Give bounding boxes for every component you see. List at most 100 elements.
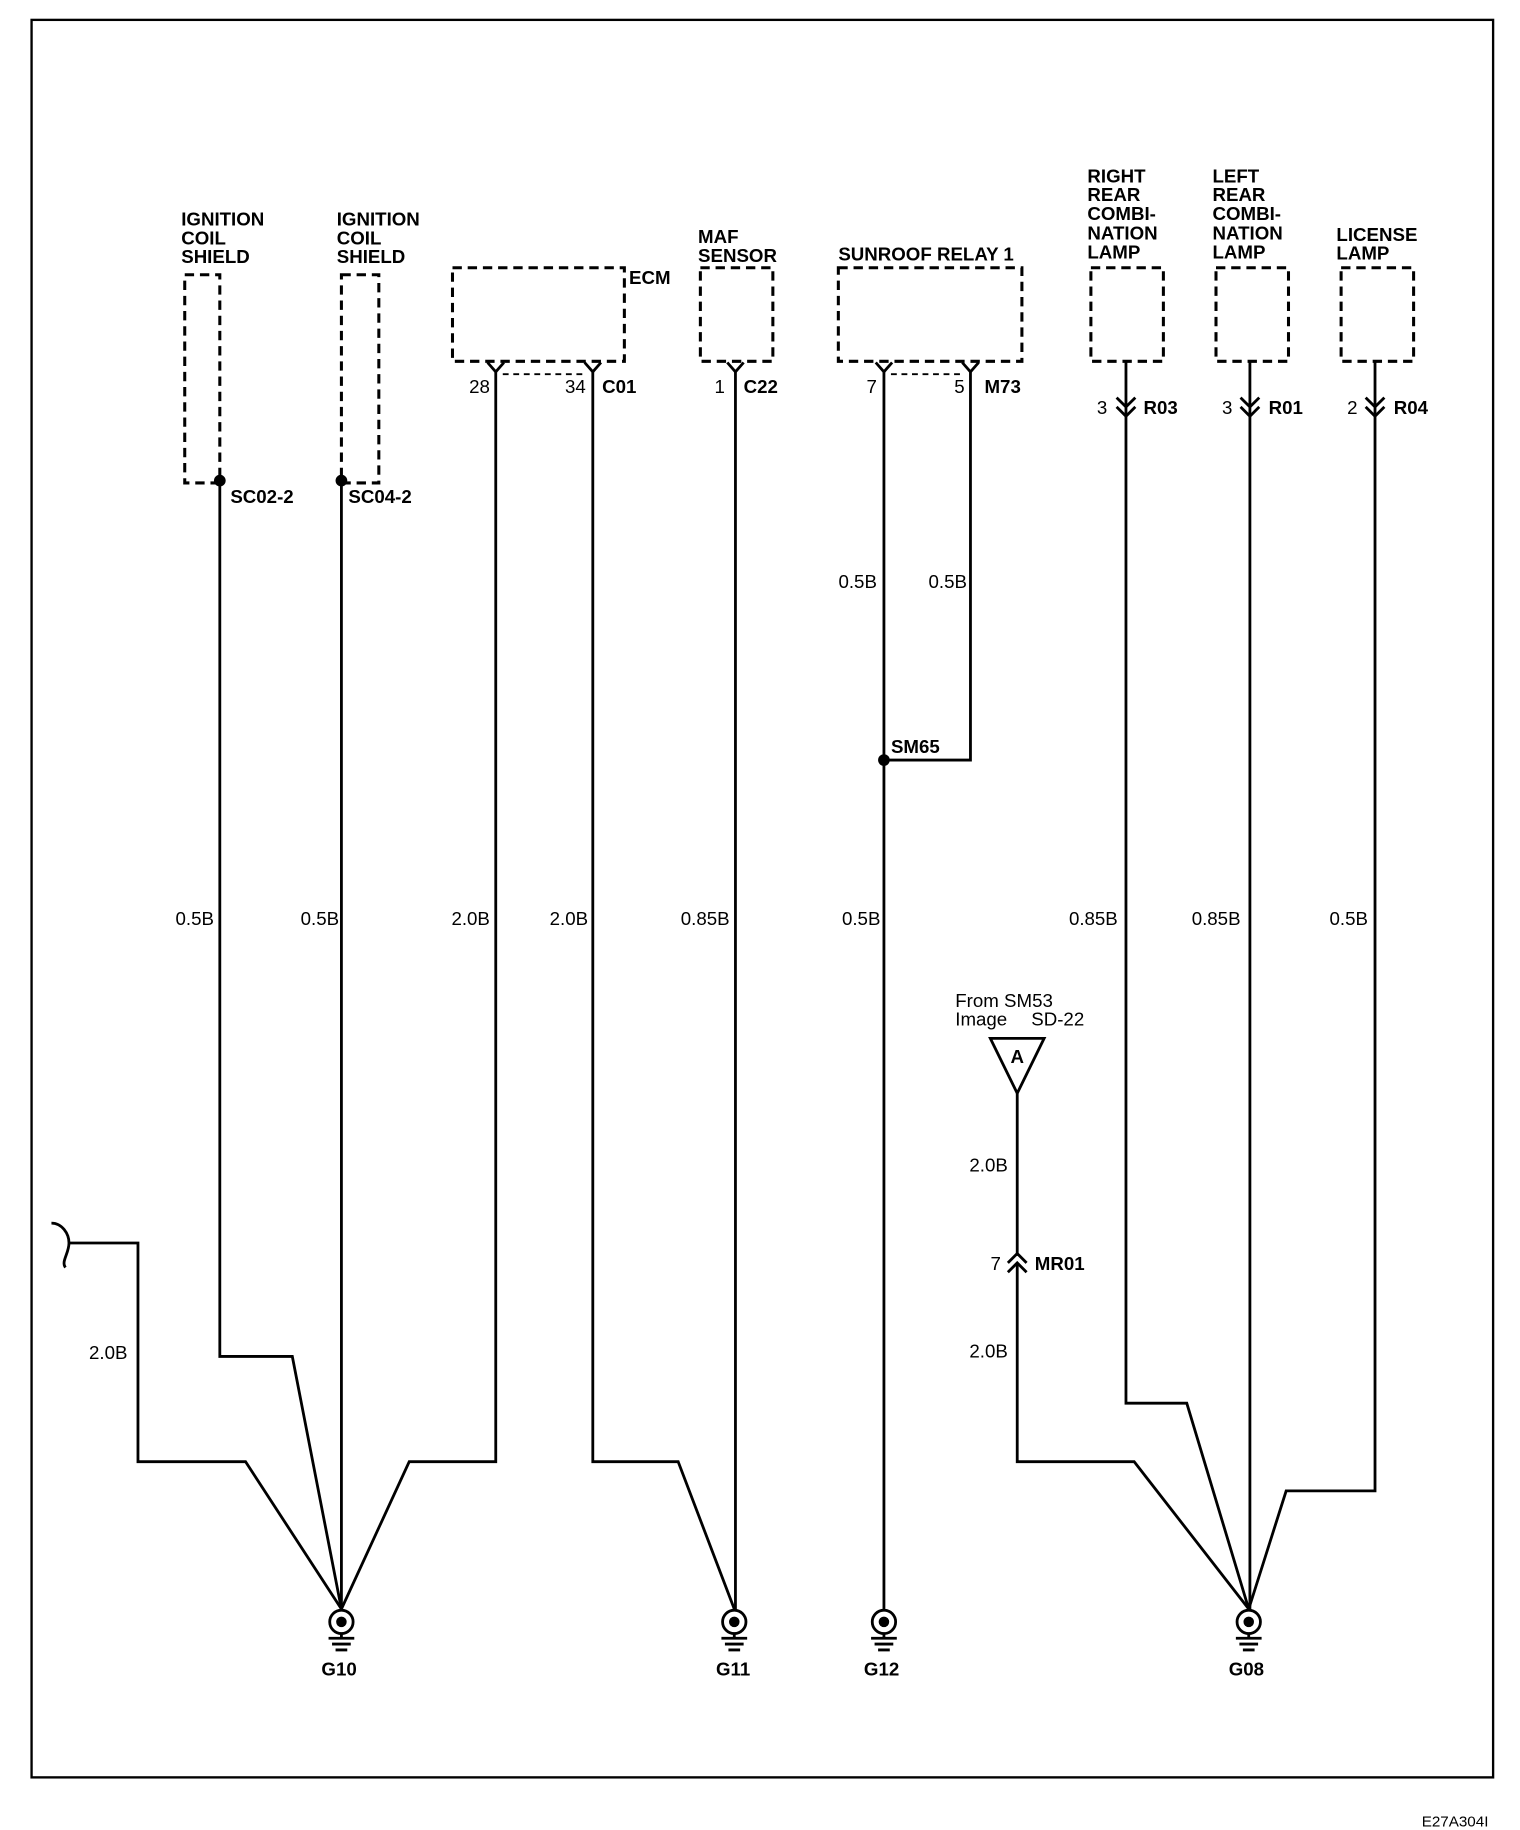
pin-number: 2 <box>1347 397 1357 418</box>
wire-size-label: 2.0B <box>89 1342 127 1363</box>
ground-g10: G10 <box>321 1608 357 1680</box>
diagram-border <box>30 18 1495 1779</box>
pin-number: 3 <box>1222 397 1232 418</box>
offpage-triangle-icon <box>988 1036 1047 1097</box>
wire-size-label: 0.85B <box>1192 908 1241 929</box>
ground-symbol-lines <box>1235 1633 1262 1652</box>
ground-symbol-lines <box>721 1633 748 1652</box>
component-label-line: SENSOR <box>698 245 777 266</box>
splice-dot <box>878 754 890 766</box>
ground-wire <box>68 1241 343 1610</box>
ground-icon-center <box>878 1616 890 1628</box>
ground-g11: G11 <box>716 1608 750 1680</box>
offpage-image-label: Image <box>955 1009 1007 1030</box>
wire-size-label: 0.5B <box>842 908 880 929</box>
ignition-coil-shield-2: IGNITION COIL SHIELD SC04-2 0.5B <box>301 209 420 1609</box>
maf-sensor: MAF SENSOR 1 C22 0.85B <box>681 226 778 1609</box>
ground-label: G08 <box>1229 1659 1264 1680</box>
connector-pin-symbol <box>961 361 980 374</box>
ground-label: G11 <box>716 1659 750 1680</box>
connector-label: C22 <box>744 376 778 397</box>
pin-number: 7 <box>990 1253 1000 1274</box>
connector-label: M73 <box>984 376 1020 397</box>
connector-label: R03 <box>1144 397 1178 418</box>
splice-label: SM65 <box>891 736 940 757</box>
external-wire: 2.0B <box>51 1221 343 1610</box>
component-box <box>1214 266 1291 363</box>
ground-label: G10 <box>321 1659 356 1680</box>
component-label-line: NATION <box>1087 223 1157 244</box>
wire-size-label: 2.0B <box>550 908 588 929</box>
wire-size-label: 2.0B <box>451 908 489 929</box>
wire-size-label: 0.85B <box>681 908 730 929</box>
splice-label: SC04-2 <box>348 486 411 507</box>
component-label-line: LAMP <box>1336 243 1389 264</box>
ground-icon-center <box>729 1616 740 1628</box>
ground-g12: G12 <box>864 1608 899 1680</box>
pin-number: 1 <box>715 376 725 397</box>
license-lamp: LICENSE LAMP 2 R04 0.5B <box>1247 224 1429 1610</box>
pin-number: 7 <box>867 376 877 397</box>
component-box <box>698 266 775 363</box>
wire-size-label: 0.5B <box>301 908 339 929</box>
component-label-line: NATION <box>1212 223 1282 244</box>
ground-symbol-lines <box>871 1633 897 1652</box>
ground-wire <box>218 480 343 1610</box>
component-box <box>339 273 381 485</box>
ground-symbol-lines <box>328 1633 355 1652</box>
connector-label: C01 <box>602 376 636 397</box>
ground-wire <box>1124 361 1251 1610</box>
component-label-line: REAR <box>1087 184 1140 205</box>
ground-icon-center <box>336 1616 347 1628</box>
offpage-from-label: From SM53 <box>955 990 1053 1011</box>
wire-size-label: 2.0B <box>969 1155 1007 1176</box>
component-label-line: COIL <box>181 227 226 248</box>
component-label-line: IGNITION <box>181 209 264 230</box>
component-label-line: COMBI- <box>1087 203 1156 224</box>
connector-pin-symbol <box>583 361 603 374</box>
pin-number: 34 <box>565 376 586 397</box>
connector-pin-symbol <box>486 361 505 374</box>
ground-label: G12 <box>864 1659 899 1680</box>
component-label-line: IGNITION <box>337 209 420 230</box>
component-label-line: REAR <box>1212 184 1265 205</box>
ground-wire <box>340 371 498 1610</box>
component-label-line: COIL <box>337 227 382 248</box>
component-label-line: SHIELD <box>337 246 406 267</box>
ground-wire <box>1247 361 1377 1610</box>
component-label-line: SHIELD <box>181 246 250 267</box>
ground-icon-center <box>1243 1616 1254 1628</box>
component-box <box>183 273 222 485</box>
component-label: SUNROOF RELAY 1 <box>838 244 1013 265</box>
component-box <box>836 266 1024 363</box>
ecm: ECM 28 34 C01 2.0B 2.0B <box>340 266 736 1610</box>
wire-size-label: 2.0B <box>969 1341 1007 1362</box>
component-label-line: MAF <box>698 226 738 247</box>
wire-size-label: 0.5B <box>838 571 876 592</box>
wire-size-label: 0.5B <box>929 571 967 592</box>
ignition-coil-shield-1: IGNITION COIL SHIELD SC02-2 0.5B <box>176 209 343 1610</box>
offpage-image-ref: SD-22 <box>1031 1009 1084 1030</box>
component-label-line: LEFT <box>1212 165 1259 186</box>
component-label-line: COMBI- <box>1212 203 1281 224</box>
component-box <box>1339 266 1416 363</box>
wire-size-label: 0.5B <box>1330 908 1368 929</box>
right-rear-combination-lamp: RIGHT REAR COMBI- NATION LAMP 3 R03 0.85… <box>1069 165 1251 1610</box>
pin-number: 5 <box>954 376 964 397</box>
component-label-line: RIGHT <box>1087 165 1146 186</box>
offpage-reference-a: From SM53 Image SD-22 A 2.0B 7 MR01 2.0B <box>955 990 1250 1610</box>
sunroof-relay: SUNROOF RELAY 1 7 5 M73 SM65 0.5B 0.5B 0… <box>836 244 1024 1609</box>
wire-size-label: 0.5B <box>176 908 214 929</box>
offpage-letter: A <box>1010 1046 1023 1067</box>
splice-label: SC02-2 <box>230 486 293 507</box>
wire-size-label: 0.85B <box>1069 908 1118 929</box>
ground-wire <box>591 371 736 1610</box>
component-box <box>1089 266 1165 363</box>
connector-label: R01 <box>1269 397 1303 418</box>
pin-number: 3 <box>1097 397 1107 418</box>
left-rear-combination-lamp: LEFT REAR COMBI- NATION LAMP 3 R01 0.85B <box>1192 165 1303 1609</box>
connector-label: MR01 <box>1035 1253 1085 1274</box>
connector-label: R04 <box>1394 397 1429 418</box>
ground-wire <box>1015 1262 1250 1610</box>
